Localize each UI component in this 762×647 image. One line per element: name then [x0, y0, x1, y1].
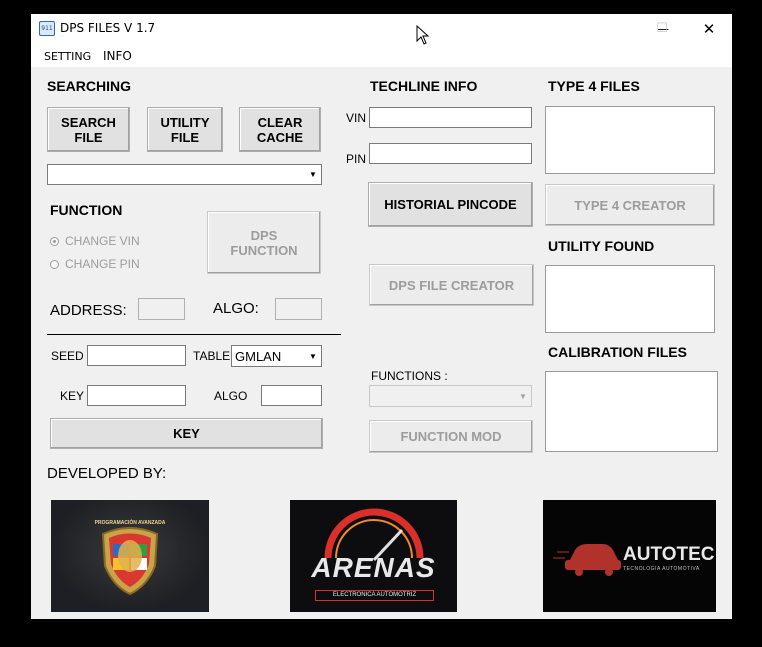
dps-file-creator-button[interactable]: DPS FILE CREATOR	[369, 264, 534, 306]
arenas-subtitle: ELECTRONICA AUTOMOTRIZ	[315, 590, 434, 601]
searching-heading: SEARCHING	[47, 78, 132, 94]
calibration-heading: CALIBRATION FILES	[548, 344, 687, 360]
autotec-subtitle: TECNOLOGIA AUTOMOTIVA	[623, 566, 700, 572]
menu-bar: SETTING INFO	[31, 44, 732, 67]
autotec-name: AUTOTEC	[623, 544, 715, 565]
pin-label: PIN	[346, 152, 367, 166]
functions-label: FUNCTIONS :	[371, 369, 448, 383]
menu-info[interactable]: INFO	[103, 49, 132, 63]
algo-seed-label: ALGO	[214, 389, 248, 403]
functions-select[interactable]: ▼	[369, 385, 532, 407]
divider	[47, 334, 341, 335]
file-select[interactable]: ▼	[47, 164, 322, 185]
radio-checked-icon	[50, 236, 59, 246]
change-pin-radio[interactable]: CHANGE PIN	[50, 257, 140, 271]
crest-icon	[101, 527, 159, 596]
logo-programacion-avanzada: PROGRAMACIÓN AVANZADA	[51, 500, 209, 612]
type4-creator-button[interactable]: TYPE 4 CREATOR	[545, 184, 715, 226]
address-label: ADDRESS:	[50, 302, 127, 319]
chevron-down-icon: ▼	[519, 391, 527, 401]
key-button[interactable]: KEY	[50, 418, 323, 449]
logo1-arc-text: PROGRAMACIÓN AVANZADA	[94, 520, 166, 526]
app-window: 911 DPS FILES V 1.7 — ☐ ✕ SETTING INFO S…	[31, 14, 732, 619]
type4-heading: TYPE 4 FILES	[548, 78, 640, 94]
function-mod-button[interactable]: FUNCTION MOD	[369, 420, 533, 453]
utility-found-list[interactable]	[545, 265, 715, 333]
table-select[interactable]: GMLAN ▼	[231, 345, 322, 367]
chevron-down-icon: ▼	[309, 351, 317, 361]
function-heading: FUNCTION	[50, 202, 123, 218]
arenas-name: ARENAS	[311, 552, 436, 583]
historial-pincode-button[interactable]: HISTORIAL PINCODE	[368, 182, 533, 227]
minimize-button[interactable]: —	[657, 22, 669, 36]
maximize-button[interactable]: ☐	[656, 21, 668, 36]
window-title: DPS FILES V 1.7	[60, 21, 156, 35]
seed-field[interactable]	[87, 345, 186, 366]
logo-arenas: ARENAS ELECTRONICA AUTOMOTRIZ	[290, 500, 457, 612]
utility-found-heading: UTILITY FOUND	[548, 238, 655, 254]
app-icon: 911	[39, 21, 55, 36]
pin-field[interactable]	[369, 143, 532, 164]
menu-setting[interactable]: SETTING	[44, 50, 92, 63]
radio-unchecked-icon	[50, 259, 59, 269]
techline-heading: TECHLINE INFO	[370, 78, 478, 94]
vin-label: VIN	[346, 111, 367, 125]
algo-label: ALGO:	[213, 300, 259, 317]
change-vin-radio[interactable]: CHANGE VIN	[50, 234, 140, 248]
vin-field[interactable]	[369, 107, 532, 128]
type4-files-list[interactable]	[545, 106, 715, 174]
logo-autotec: AUTOTEC TECNOLOGIA AUTOMOTIVA	[543, 500, 716, 612]
chevron-down-icon: ▼	[309, 170, 317, 179]
gauge-icon	[324, 508, 424, 562]
table-label: TABLE	[193, 349, 231, 363]
key-field[interactable]	[87, 385, 186, 406]
title-bar[interactable]: 911 DPS FILES V 1.7 — ☐ ✕	[31, 14, 732, 44]
algo-field[interactable]	[275, 298, 322, 320]
calibration-files-list[interactable]	[545, 371, 718, 452]
key-label: KEY	[60, 389, 85, 403]
car-icon	[553, 544, 621, 576]
address-field[interactable]	[138, 298, 185, 320]
seed-label: SEED	[51, 349, 84, 363]
developed-by-label: DEVELOPED BY:	[47, 465, 167, 482]
cursor-icon	[416, 25, 430, 45]
close-button[interactable]: ✕	[702, 20, 716, 38]
algo-seed-field[interactable]	[261, 385, 322, 406]
